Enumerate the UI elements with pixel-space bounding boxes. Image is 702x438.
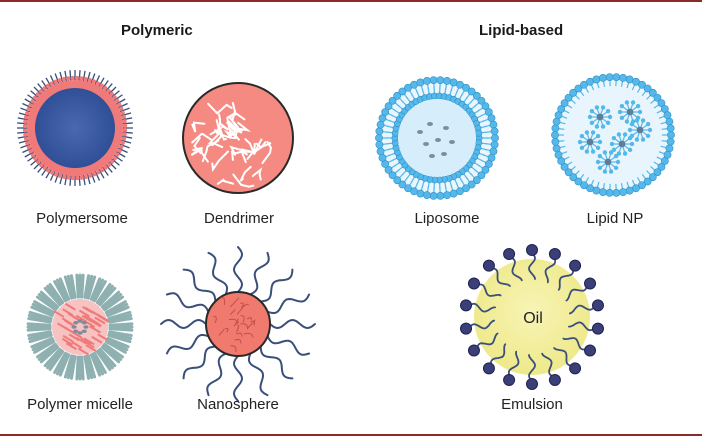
label-nanosphere: Nanosphere <box>197 396 279 413</box>
liposome-illustration <box>375 76 498 199</box>
lipid-np-illustration <box>551 73 674 196</box>
label-polymersome: Polymersome <box>36 210 128 227</box>
label-oil: Oil <box>523 310 543 328</box>
polymersome-illustration <box>17 70 133 186</box>
label-emulsion: Emulsion <box>501 396 563 413</box>
label-dendrimer: Dendrimer <box>204 210 274 227</box>
label-polymer-micelle: Polymer micelle <box>27 396 133 413</box>
label-liposome: Liposome <box>414 210 479 227</box>
polymer-micelle-illustration <box>28 275 132 379</box>
label-lipid-np: Lipid NP <box>587 210 644 227</box>
nanosphere-illustration <box>161 247 315 401</box>
dendrimer-illustration <box>183 83 293 193</box>
